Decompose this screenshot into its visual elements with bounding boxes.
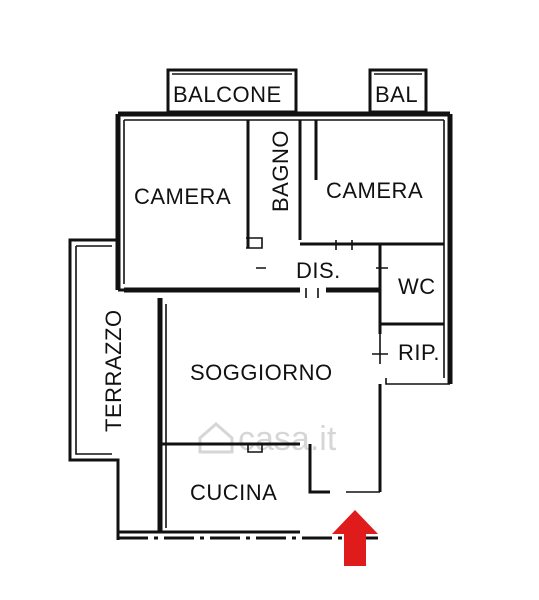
room-label-camera-right: CAMERA — [326, 178, 423, 203]
house-logo-icon — [198, 422, 234, 454]
room-label-cucina: CUCINA — [190, 480, 277, 505]
room-label-terrazzo: TERRAZZO — [101, 309, 126, 432]
room-label-bal: BAL — [375, 82, 418, 107]
room-label-soggiorno: SOGGIORNO — [190, 360, 333, 385]
interior-walls — [124, 120, 444, 494]
room-label-dis: DIS. — [296, 258, 341, 283]
room-label-camera-left: CAMERA — [134, 184, 231, 209]
room-label-wc: WC — [398, 274, 436, 299]
room-label-rip: RIP. — [398, 340, 440, 365]
terrazzo-outline — [68, 238, 120, 540]
room-label-balcone: BALCONE — [173, 82, 282, 107]
entrance-arrow-icon — [332, 510, 378, 566]
room-label-bagno: BAGNO — [268, 130, 293, 212]
watermark: casa.it — [198, 420, 337, 458]
